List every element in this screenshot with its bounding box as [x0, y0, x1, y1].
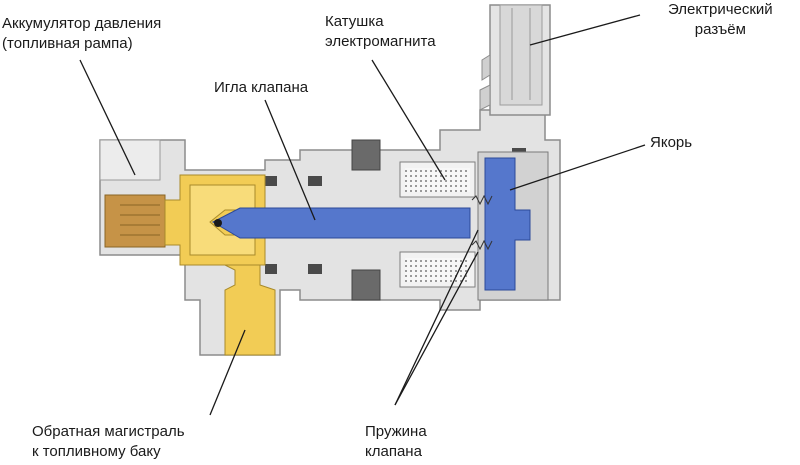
label-accumulator-line1: Аккумулятор давления [2, 15, 162, 32]
valve-needle [211, 207, 471, 239]
seals [265, 139, 526, 301]
needle-ball [214, 219, 222, 227]
label-coil: Катушка электромагнита [325, 12, 436, 52]
fuel-rail-block [99, 139, 161, 181]
label-accumulator: Аккумулятор давления (топливная рампа) [2, 14, 161, 54]
inlet-port [104, 194, 166, 248]
valve-springs [471, 194, 493, 251]
label-coil-line1: Катушка [325, 13, 384, 30]
leader-lines [79, 14, 646, 416]
label-needle: Игла клапана [214, 78, 308, 98]
label-return-line-line2: к топливному баку [32, 443, 161, 460]
armature-disc [484, 157, 531, 291]
label-spring: Пружина клапана [365, 422, 427, 462]
label-spring-line1: Пружина [365, 423, 427, 440]
label-connector-line1: Электрический [668, 1, 773, 18]
label-connector: Электрический разъём [668, 0, 773, 40]
label-return-line: Обратная магистраль к топливному баку [32, 422, 185, 462]
solenoid-coil [399, 161, 476, 288]
label-return-line-line1: Обратная магистраль [32, 423, 185, 440]
label-connector-line2: разъём [694, 21, 746, 38]
label-spring-line2: клапана [365, 443, 422, 460]
return-line-fitting [224, 264, 276, 356]
label-armature-line1: Якорь [650, 134, 693, 151]
label-coil-line2: электромагнита [325, 33, 436, 50]
label-needle-line1: Игла клапана [214, 79, 309, 96]
label-armature: Якорь [650, 133, 692, 153]
label-accumulator-line2: (топливная рампа) [2, 35, 133, 52]
electrical-connector [479, 4, 551, 116]
